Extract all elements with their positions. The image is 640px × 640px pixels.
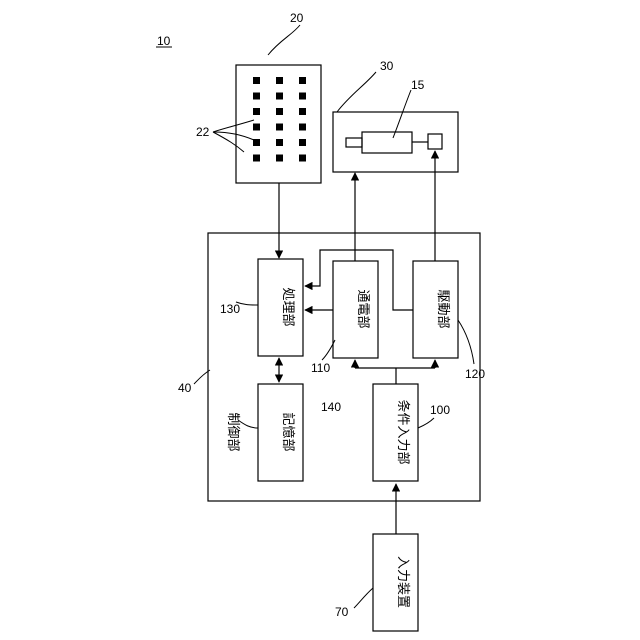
sensor-element — [276, 124, 283, 131]
actuator-right-end — [428, 134, 442, 149]
actuator-element-ref: 15 — [411, 78, 425, 92]
actuator-unit-block — [333, 112, 458, 172]
sensor-element — [299, 139, 306, 146]
sensor-element-ref: 22 — [196, 125, 210, 139]
sensor-element — [299, 108, 306, 115]
input-device-ref: 70 — [335, 605, 349, 619]
figure-ref-number: 10 — [157, 34, 171, 48]
sensor-element — [253, 77, 260, 84]
drive-ref: 120 — [465, 367, 485, 381]
actuator-unit-ref: 30 — [380, 59, 394, 73]
actuator-left-end — [346, 138, 362, 147]
sensor-element — [276, 155, 283, 162]
sensor-element — [253, 155, 260, 162]
sensor-element — [276, 77, 283, 84]
sensor-element-grid — [253, 77, 306, 162]
sensor-element — [299, 93, 306, 100]
control-unit-label: 制御部 — [225, 412, 240, 451]
control-unit-frame — [208, 233, 480, 501]
sensor-element — [299, 77, 306, 84]
sensor-element — [276, 108, 283, 115]
storage-ref: 140 — [321, 400, 341, 414]
condition-input-ref: 100 — [430, 403, 450, 417]
actuator-body — [362, 132, 412, 153]
processing-ref: 130 — [220, 302, 240, 316]
sensor-array-ref: 20 — [290, 11, 304, 25]
control-unit-ref: 40 — [178, 381, 192, 395]
condition-input-label: 条件入力部 — [395, 399, 411, 464]
energization-label: 通電部 — [355, 289, 370, 328]
input-device-label: 入力装置 — [395, 556, 410, 608]
processing-label: 処理部 — [280, 287, 295, 326]
sensor-element — [299, 155, 306, 162]
sensor-element — [276, 93, 283, 100]
sensor-element — [276, 139, 283, 146]
sensor-element — [253, 108, 260, 115]
energization-ref: 110 — [311, 361, 330, 375]
sensor-element — [253, 139, 260, 146]
storage-label: 記憶部 — [280, 412, 296, 451]
sensor-element — [253, 124, 260, 131]
sensor-element — [299, 124, 306, 131]
drive-label: 駆動部 — [435, 289, 450, 328]
sensor-element — [253, 93, 260, 100]
